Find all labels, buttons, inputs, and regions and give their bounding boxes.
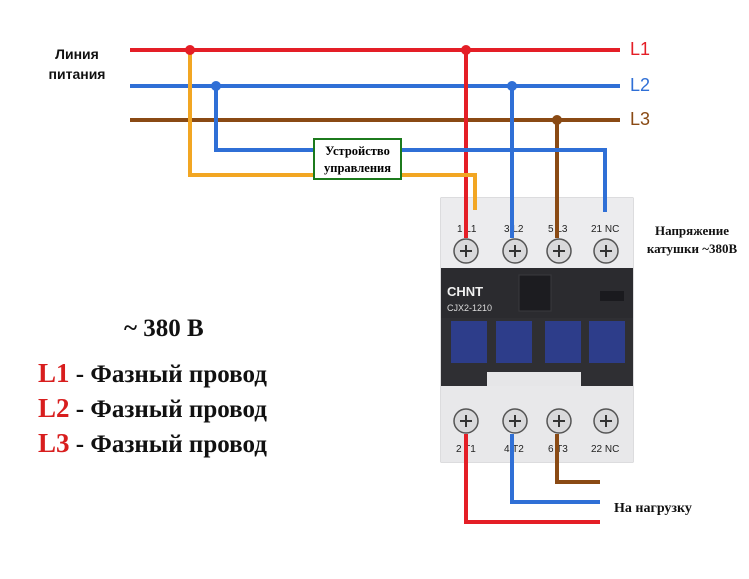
voltage-label: ~ 380 В — [124, 315, 204, 342]
terminal-label-22-nc: 22 NC — [591, 444, 619, 455]
legend-code-l2: L2 — [38, 393, 70, 423]
control-device-line-2: управления — [324, 161, 391, 175]
load-label: На нагрузку — [614, 501, 692, 516]
junction-dot — [552, 115, 562, 125]
contactor-model: CJX2-1210 — [447, 303, 492, 313]
legend-code-l3: L3 — [38, 428, 70, 458]
line-label-l3: L3 — [630, 109, 651, 129]
legend-code-l1: L1 — [38, 358, 70, 388]
coil-voltage-label: Напряжение катушки ~380В — [637, 222, 747, 258]
legend-text-l1: - Фазный провод — [69, 361, 267, 388]
load-wire-t3 — [555, 434, 600, 484]
control-wire-from-l1 — [188, 50, 313, 177]
terminal-label-21-nc: 21 NC — [591, 224, 619, 235]
junction-dot — [507, 81, 517, 91]
legend-row-l1: L1 - Фазный провод — [38, 358, 267, 389]
supply-label-line-1: Линия — [55, 46, 99, 62]
line-label-l1: L1 — [630, 39, 651, 59]
load-wire-t2 — [510, 434, 600, 504]
contactor-brand: CHNT — [447, 284, 483, 299]
coil-label-line-1: Напряжение — [655, 223, 729, 238]
legend-row-l2: L2 - Фазный провод — [38, 393, 267, 424]
junction-dot — [211, 81, 221, 91]
legend-text-l2: - Фазный провод — [69, 396, 267, 423]
supply-line-label: Линия питания — [28, 44, 126, 84]
top-terminals — [453, 238, 619, 264]
terminal-label-4-t2: 4 T2 — [504, 444, 524, 455]
load-wire-t1 — [464, 434, 600, 524]
control-wire-from-l2 — [214, 86, 607, 212]
control-wire-to-coil — [402, 173, 477, 210]
junction-dot — [461, 45, 471, 55]
legend-row-l3: L3 - Фазный провод — [38, 428, 267, 459]
junction-dot — [185, 45, 195, 55]
control-device: Устройство управления — [313, 138, 402, 180]
bottom-terminals — [453, 408, 619, 434]
legend-text-l3: - Фазный провод — [69, 431, 267, 458]
line-label-l2: L2 — [630, 75, 651, 95]
supply-label-line-2: питания — [48, 66, 106, 82]
control-device-line-1: Устройство — [325, 144, 390, 158]
coil-label-line-2: катушки ~380В — [646, 241, 738, 256]
